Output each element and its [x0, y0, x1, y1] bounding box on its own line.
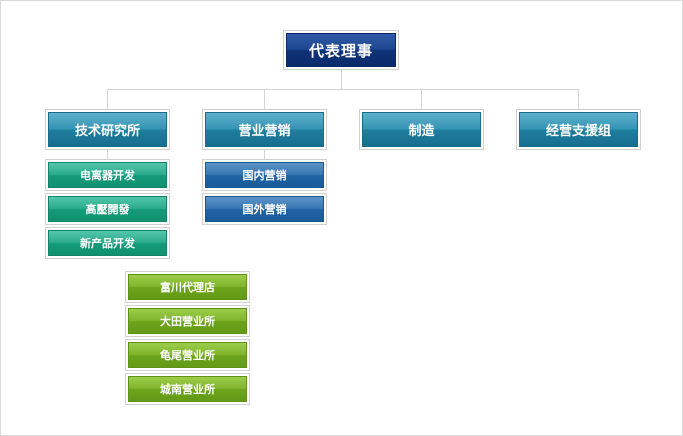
- dept-support-label: 经营支援组: [519, 112, 638, 147]
- team-new-product-dev: 新产品开发: [45, 227, 170, 259]
- team-new-product-dev-label: 新产品开发: [48, 230, 167, 256]
- team-ionizer-dev-label: 电离器开发: [48, 162, 167, 188]
- connector-ceo-down: [341, 69, 342, 89]
- dept-manufacturing: 制造: [359, 109, 484, 150]
- office-bucheon-agency-label: 富川代理店: [128, 274, 247, 300]
- connector-horizontal: [107, 89, 579, 90]
- connector-sales-sub: [264, 150, 265, 159]
- office-daejeon: 大田营业所: [125, 305, 250, 337]
- team-high-voltage-dev: 高壓開發: [45, 193, 170, 225]
- team-ionizer-dev: 电离器开发: [45, 159, 170, 191]
- dept-manufacturing-label: 制造: [362, 112, 481, 147]
- connector-dept-4: [578, 89, 579, 109]
- team-overseas-sales-label: 国外营销: [205, 196, 324, 222]
- ceo-label: 代表理事: [286, 33, 396, 67]
- office-seongnam: 城南营业所: [125, 373, 250, 405]
- office-gumi: 龟尾营业所: [125, 339, 250, 371]
- office-gumi-label: 龟尾营业所: [128, 342, 247, 368]
- dept-sales-label: 营业营销: [205, 112, 324, 147]
- office-daejeon-label: 大田营业所: [128, 308, 247, 334]
- connector-dept-3: [421, 89, 422, 109]
- dept-research-label: 技术研究所: [48, 112, 167, 147]
- dept-support: 经营支援组: [516, 109, 641, 150]
- team-overseas-sales: 国外营销: [202, 193, 327, 225]
- connector-dept-2: [264, 89, 265, 109]
- dept-sales: 营业营销: [202, 109, 327, 150]
- connector-research-sub: [107, 150, 108, 159]
- connector-dept-1: [107, 89, 108, 109]
- ceo-box: 代表理事: [283, 30, 399, 70]
- team-domestic-sales: 国内营销: [202, 159, 327, 191]
- dept-research: 技术研究所: [45, 109, 170, 150]
- team-domestic-sales-label: 国内营销: [205, 162, 324, 188]
- team-high-voltage-dev-label: 高壓開發: [48, 196, 167, 222]
- office-bucheon-agency: 富川代理店: [125, 271, 250, 303]
- office-seongnam-label: 城南营业所: [128, 376, 247, 402]
